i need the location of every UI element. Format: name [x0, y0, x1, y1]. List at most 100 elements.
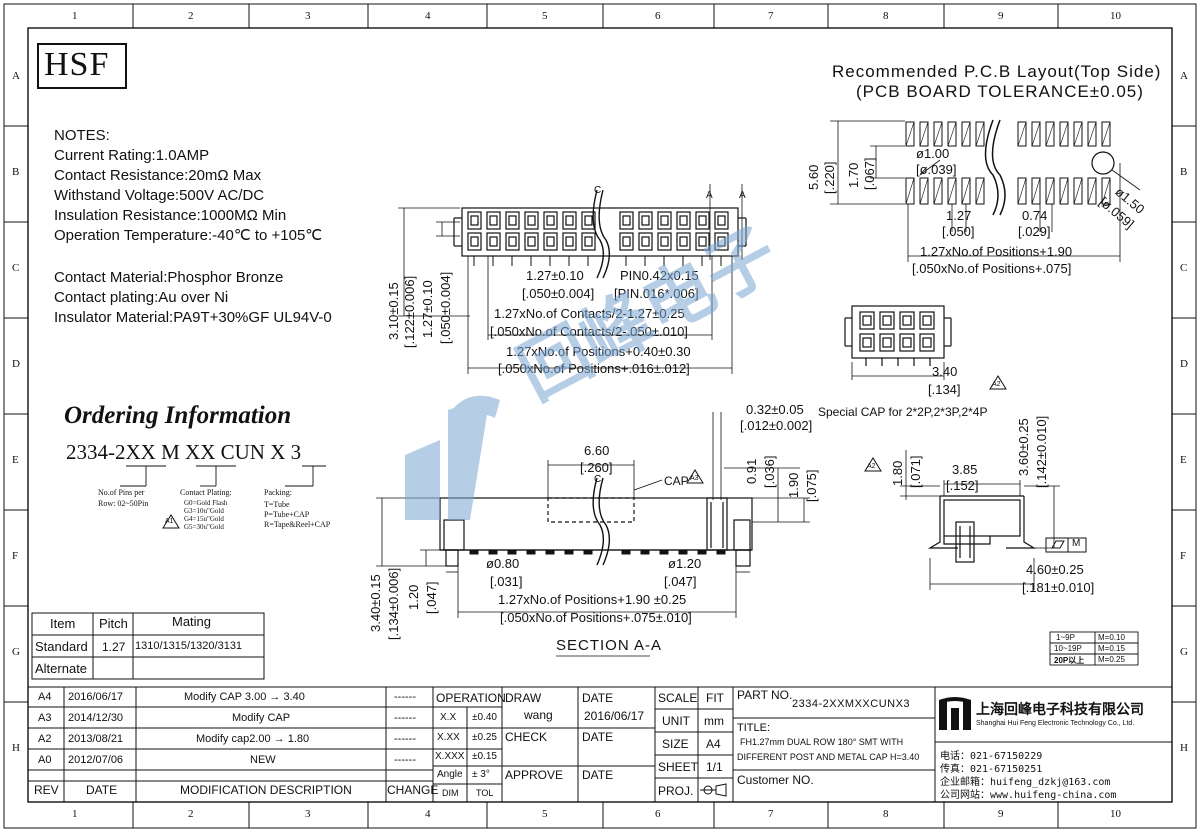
dim-post-height: 1.20 [406, 584, 421, 610]
row-label-b: B [12, 166, 20, 178]
material-line: Contact Material:Phosphor Bronze [54, 269, 284, 286]
side-view [927, 495, 1037, 563]
pcb-row-gap: 1.70 [846, 162, 861, 188]
pins-label: No.of Pins per [98, 488, 145, 497]
rev-desc: Modify CAP [232, 712, 291, 724]
col-label-9-bottom: 9 [998, 808, 1004, 820]
col-label-3-bottom: 3 [305, 808, 311, 820]
contact-cavity [676, 211, 691, 230]
smt-lead [640, 549, 650, 555]
pcb-pad [1031, 121, 1041, 147]
pcb-pitch-inch: [.050] [942, 224, 975, 239]
customer-no-label: Customer NO. [737, 773, 814, 787]
contact-cavity [581, 211, 596, 230]
special-cap-note: Special CAP for 2*2P,2*3P,2*4P [818, 405, 988, 419]
col-label-2: 2 [188, 10, 194, 22]
dim-side-cap: 1.80 [890, 460, 905, 486]
col-label-5-bottom: 5 [542, 808, 548, 820]
pcb-pad [919, 121, 929, 147]
dim-height: 3.10±0.15 [386, 282, 401, 340]
pcb-height-total-inch: [.220] [822, 161, 837, 194]
col-label-4-bottom: 4 [425, 808, 431, 820]
sheet-value: 1/1 [706, 760, 723, 774]
contact-cavity [543, 211, 558, 230]
flatness-range: 1~9P [1056, 633, 1075, 642]
contact-cavity [486, 211, 501, 230]
flatness-range: 20P以上 [1054, 656, 1085, 665]
contact-cavity [505, 232, 520, 251]
contact-cavity [638, 211, 653, 230]
dim-cap-top: 0.91 [744, 458, 759, 484]
dim-positions-inch: [.050xNo.of Positions+.016±.012] [498, 361, 690, 376]
smt-lead [678, 549, 688, 555]
approve-date-label: DATE [582, 768, 614, 782]
pcb-pad [1087, 177, 1097, 205]
dim-height-inch: [.122±0.006] [402, 275, 417, 348]
contact-cavity [467, 232, 482, 251]
contact-cavity [695, 211, 710, 230]
row-label-c-right: C [1180, 262, 1188, 274]
smt-lead [526, 549, 536, 555]
pcb-pad [1073, 121, 1083, 147]
rev-desc: Modify cap2.00 → 1.80 [196, 733, 310, 745]
pcb-total-width-inch: [.050xNo.of Positions+.075] [912, 261, 1072, 276]
rev-id: A3 [38, 712, 52, 724]
dim-total-height-inch: [.134±0.006] [386, 567, 401, 640]
cap-rev-mark: A3 [690, 475, 699, 482]
row-label-f-right: F [1180, 550, 1187, 562]
rev-id: A4 [38, 691, 52, 703]
pcb-hole-dia: ø1.00 [916, 146, 950, 161]
dim-side-height-inch: [.142±0.010] [1034, 415, 1049, 488]
dim-side-foot-inch: [.181±0.010] [1022, 580, 1095, 595]
material-line: Insulator Material:PA9T+30%GF UL94V-0 [54, 309, 332, 326]
smt-lead [659, 549, 669, 555]
cap-label: CAP [664, 474, 689, 488]
contact-cavity [919, 333, 935, 352]
code-prefix: 2334-2 [66, 440, 126, 464]
rev-header: DATE [86, 783, 118, 797]
company-fax: 传真：021-67150251 [940, 764, 1043, 775]
mating-pitch-value: 1.27 [102, 640, 126, 654]
plating-option: G0=Gold Flash [184, 499, 228, 507]
row-label-d: D [12, 358, 20, 370]
col-label-10-bottom: 10 [1110, 808, 1121, 820]
dim-row-pitch: 1.27±0.10 [420, 280, 435, 338]
packing-option: T=Tube [264, 500, 290, 509]
flatness-value: M=0.25 [1098, 655, 1125, 664]
title-line-2: DIFFERENT POST AND METAL CAP H=3.40 [737, 752, 920, 762]
contact-cavity [505, 211, 520, 230]
note-line: Withstand Voltage:500V AC/DC [54, 187, 265, 204]
mating-row-standard: Standard [35, 639, 88, 654]
contact-cavity [695, 232, 710, 251]
contact-cavity [562, 232, 577, 251]
packing-title: Packing: [264, 488, 292, 497]
approve-label: APPROVE [505, 768, 564, 782]
dim-positions: 1.27xNo.of Positions+0.40±0.30 [506, 344, 691, 359]
contact-cavity [467, 211, 482, 230]
dim-cap-width-inch: [.260] [580, 460, 613, 475]
company-website: 公司网站：www.huifeng-china.com [940, 790, 1117, 801]
dim-contacts-inch: [.050xNo.of Contacts/2-.050±.010] [490, 324, 688, 339]
mating-header-item: Item [50, 616, 76, 631]
company-name-cn: 上海回峰电子科技有限公司 [976, 701, 1144, 717]
ordering-title: Ordering Information [64, 402, 292, 429]
dim-post-height-inch: [.047] [424, 581, 439, 614]
dim-cap-height: 1.90 [786, 472, 801, 498]
dim-side-foot: 4.60±0.25 [1026, 562, 1084, 577]
rev-header: CHANGE [387, 783, 439, 797]
smt-lead [697, 549, 707, 555]
pcb-pad [1017, 177, 1027, 205]
col-label-9: 9 [998, 10, 1004, 22]
dim-side-height: 3.60±0.25 [1016, 418, 1031, 476]
smt-lead [583, 549, 593, 555]
col-label-8: 8 [883, 10, 889, 22]
watermark-logo [405, 395, 500, 520]
contact-cavity [714, 232, 729, 251]
contact-cavity [524, 211, 539, 230]
row-label-e: E [12, 454, 19, 466]
contact-cavity [638, 232, 653, 251]
col-label-6: 6 [655, 10, 661, 22]
row-label-b-right: B [1180, 166, 1188, 178]
hsf-logo: HSF [44, 46, 110, 83]
rev-desc: NEW [250, 754, 276, 766]
